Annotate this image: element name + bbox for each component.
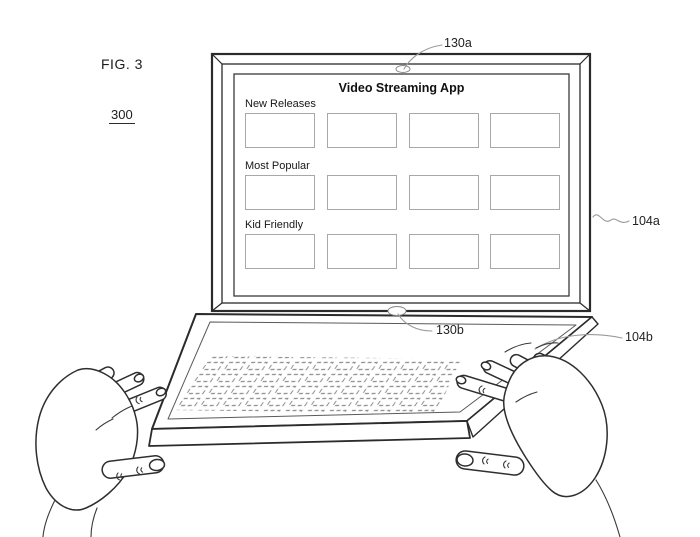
left-hand [35,366,167,537]
video-thumbnail [409,113,479,148]
video-thumbnail [409,234,479,269]
row-label-kid-friendly: Kid Friendly [245,219,304,231]
callout-104a: 104a [632,214,660,228]
video-thumbnail [245,113,315,148]
figure-label: FIG. 3 [101,56,143,72]
callout-104b: 104b [625,330,653,344]
video-thumbnail [490,113,560,148]
right-index-nail [455,375,467,385]
leader-130b [397,313,433,332]
leader-anchor-130b [387,306,407,316]
video-app-screen: Video Streaming App New Releases Most Po… [234,74,569,296]
right-thumb [455,450,525,476]
video-thumbnail [327,175,397,210]
figure-number: 300 [109,107,135,124]
row-label-new-releases: New Releases [245,98,316,110]
leader-130a [403,44,443,70]
callout-130b: 130b [436,323,464,337]
video-thumbnail [327,113,397,148]
left-palm [35,367,139,511]
right-hand-creases [504,342,621,537]
video-thumbnail [409,175,479,210]
virtual-keyboard [170,356,461,414]
video-thumbnail [327,234,397,269]
right-thumb-nail [456,453,474,467]
right-middle-nail [480,361,492,371]
right-hand [455,342,621,537]
video-thumbnail [490,175,560,210]
video-thumbnail [245,175,315,210]
lid-corner-bevels [211,53,591,312]
base-front-face [148,420,471,447]
left-middle-nail [133,373,145,383]
right-palm [503,355,608,498]
left-hand-creases [42,405,133,537]
row-label-most-popular: Most Popular [245,160,310,172]
leader-104a [592,214,630,223]
callout-130a: 130a [444,36,472,50]
app-title: Video Streaming App [338,81,465,95]
video-thumbnail [490,234,560,269]
left-thumb-nail [148,458,166,472]
left-index-nail [155,387,167,397]
leader-anchor-130a [395,65,411,73]
video-thumbnail [245,234,315,269]
